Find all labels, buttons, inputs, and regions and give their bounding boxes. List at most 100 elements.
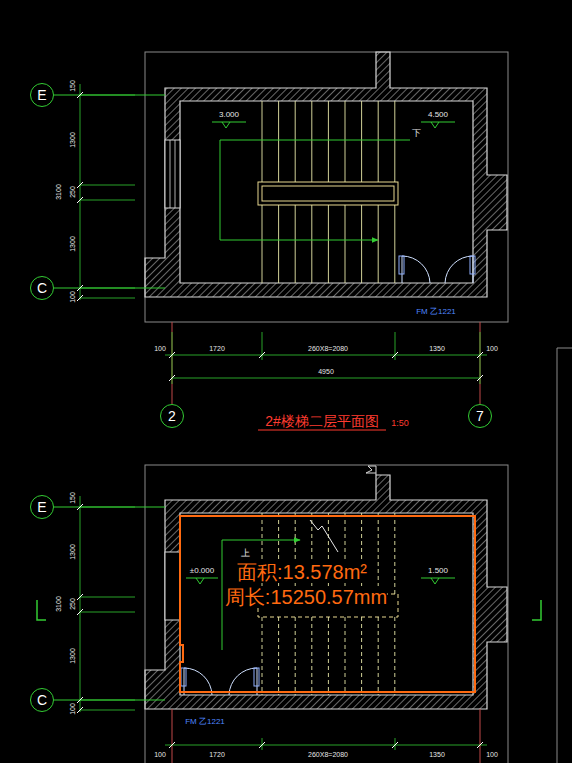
- break-mark: [366, 466, 376, 475]
- axis-line: [172, 322, 480, 404]
- label-text: 1350: [429, 751, 445, 758]
- stair-tread: [311, 617, 312, 695]
- dimension-text: 100: [154, 751, 166, 758]
- dimension-text: 100: [69, 291, 76, 303]
- axis-line: [54, 95, 165, 288]
- drawing-title: 2#楼梯二层平面图: [265, 414, 379, 428]
- dimension-line: [80, 496, 135, 712]
- axis-line: [54, 507, 165, 700]
- label-text: 下: [412, 128, 421, 138]
- dimension-text: 100: [69, 703, 76, 715]
- label-text: 1300: [69, 544, 76, 560]
- wall: [145, 52, 507, 297]
- stair-tread: [311, 205, 312, 283]
- stair-tread: [295, 205, 296, 283]
- label-text: 1300: [69, 648, 76, 664]
- label-text: 3.000: [219, 110, 239, 119]
- window: [170, 140, 171, 208]
- label-text: 100: [154, 345, 166, 352]
- dimension-text: 1300: [69, 132, 76, 148]
- label-text: 100: [154, 751, 166, 758]
- stair-tread: [394, 617, 395, 695]
- drawing-stroke: [262, 101, 395, 283]
- dimension-text: 150: [69, 492, 76, 504]
- dimension-tick: [169, 352, 483, 381]
- dimension-text: 260X8=2080: [308, 751, 348, 758]
- sheet-frame: [145, 465, 508, 763]
- dimension-text: 1720: [209, 345, 225, 352]
- dimension-text: 3100: [55, 184, 62, 200]
- label-text: 4950: [318, 368, 334, 375]
- label-text: 250: [69, 186, 76, 198]
- label-text: 100: [486, 751, 498, 758]
- label-text: 上: [241, 548, 250, 558]
- stair-tread: [262, 617, 263, 695]
- label-text: 周长:15250.57mm: [225, 586, 387, 608]
- dimension-text: 4.500: [428, 111, 448, 119]
- label-text: 1300: [69, 236, 76, 252]
- label-text: 260X8=2080: [308, 751, 348, 758]
- label-text: 3100: [55, 184, 62, 200]
- dimension-text: 3.000: [219, 111, 239, 119]
- dimension-text: ±0.000: [190, 567, 214, 575]
- dimension-tick: [169, 742, 483, 748]
- dimension-text: 100: [486, 345, 498, 352]
- label-text: 260X8=2080: [308, 345, 348, 352]
- dimension-text: 上: [241, 549, 250, 558]
- dimension-text: 1720: [209, 751, 225, 758]
- label-text: 250: [69, 598, 76, 610]
- stair-tread: [345, 617, 346, 695]
- dimension-text: 250: [69, 598, 76, 610]
- dimension-tick: [77, 504, 83, 713]
- axis-bubble: E: [30, 83, 54, 107]
- label-text: FM 乙1221: [416, 307, 456, 316]
- dimension-text: 4950: [318, 368, 334, 375]
- area-note: 周长:15250.57mm: [225, 587, 387, 607]
- level-mark: [421, 122, 455, 128]
- dimension-line: [165, 332, 487, 384]
- break-line: [310, 520, 338, 552]
- axis-label: 7: [476, 408, 484, 424]
- stair-tread: [361, 101, 362, 182]
- stair-tread: [394, 101, 395, 182]
- label-text: 4.500: [428, 110, 448, 119]
- axis-bubble: 7: [468, 404, 492, 428]
- label-text: ±0.000: [190, 566, 214, 575]
- stair-tread: [378, 513, 379, 594]
- window: [175, 140, 176, 208]
- label-text: 1:50: [391, 418, 409, 428]
- stair-tread: [311, 101, 312, 182]
- label-text: 面积:13.578m²: [237, 561, 367, 583]
- door-leaf: [181, 668, 186, 686]
- door-leaf: [399, 256, 404, 274]
- axis-label: C: [37, 280, 47, 296]
- label-text: FM 乙1221: [185, 717, 225, 726]
- axis-bubble: C: [30, 688, 54, 712]
- dimension-text: 100: [486, 751, 498, 758]
- dimension-text: 260X8=2080: [308, 345, 348, 352]
- dimension-line: [165, 738, 487, 750]
- window: [165, 140, 180, 208]
- stair-tread: [295, 617, 296, 695]
- level-mark: [421, 578, 455, 584]
- dimension-text: 1350: [429, 345, 445, 352]
- stair-tread: [394, 205, 395, 283]
- label-text: 1720: [209, 345, 225, 352]
- dimension-text: 1300: [69, 648, 76, 664]
- label-text: 1720: [209, 751, 225, 758]
- axis-label: E: [37, 499, 46, 515]
- level-mark: [212, 122, 246, 128]
- stair-tread: [328, 101, 329, 182]
- axis-label: 2: [168, 408, 176, 424]
- stair-tread: [278, 617, 279, 695]
- label-text: 100: [69, 703, 76, 715]
- label-text: 1350: [429, 345, 445, 352]
- axis-label: E: [37, 87, 46, 103]
- sheet-frame: [557, 348, 572, 763]
- stair-tread: [262, 205, 263, 283]
- wall: [145, 475, 507, 709]
- axis-bubble: C: [30, 276, 54, 300]
- label-text: 1300: [69, 132, 76, 148]
- stair-tread: [345, 101, 346, 182]
- area-boundary: [180, 516, 475, 692]
